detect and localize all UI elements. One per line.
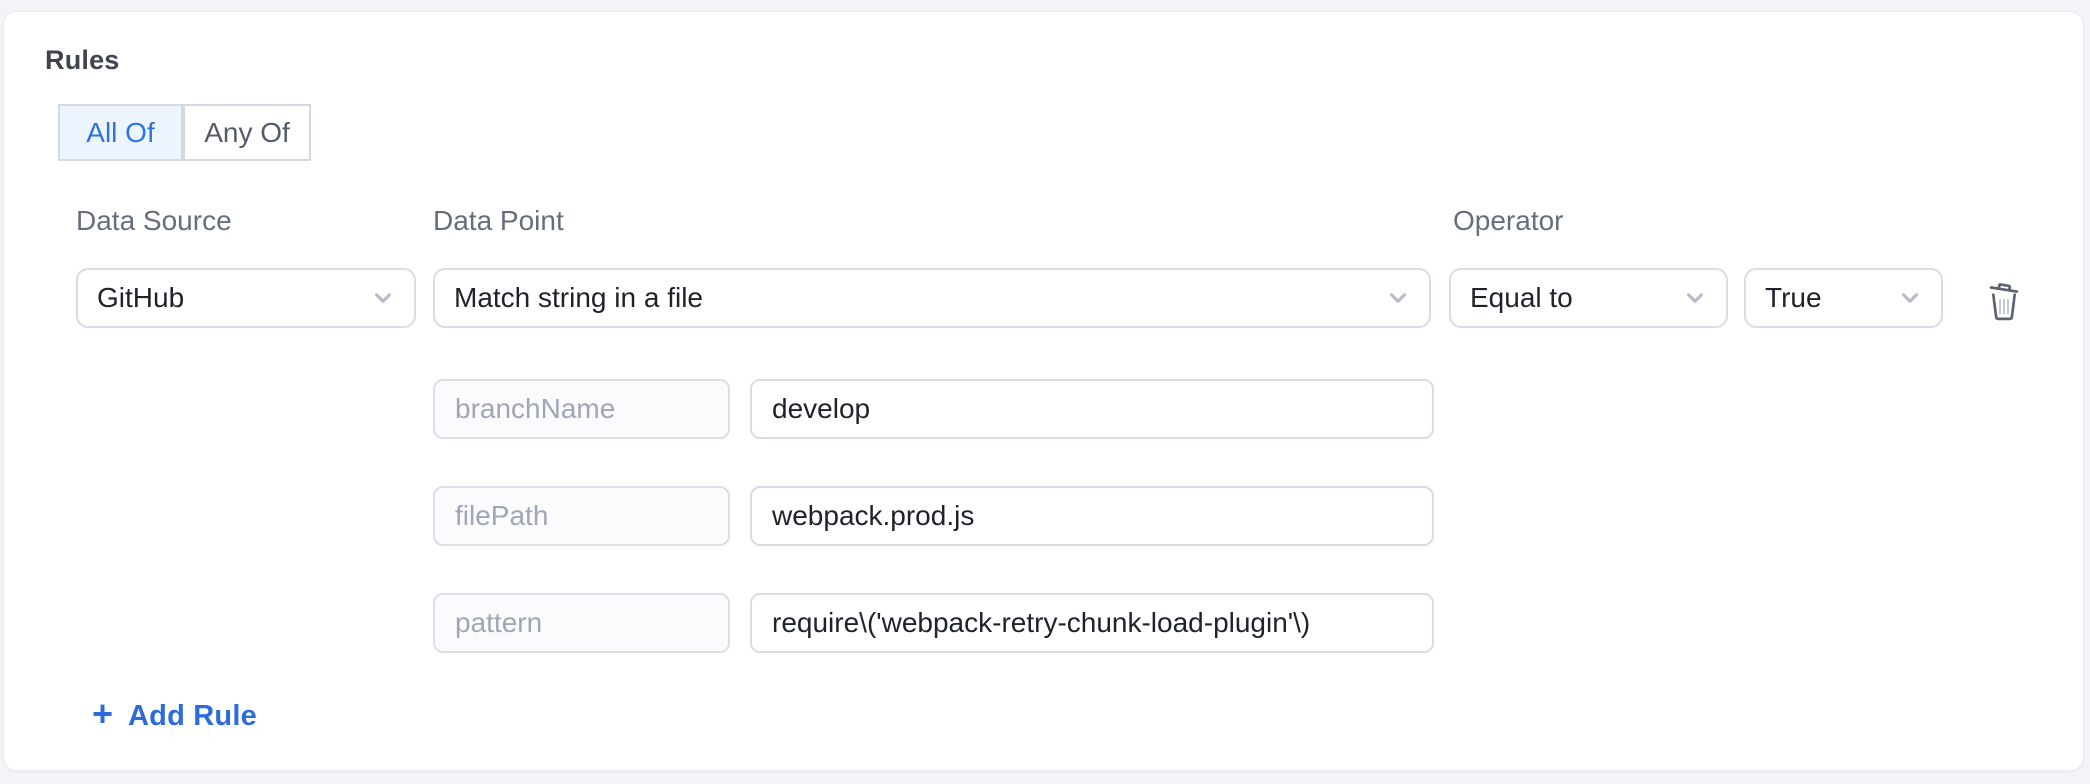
- operand-select[interactable]: True: [1744, 268, 1943, 328]
- operator-select[interactable]: Equal to: [1449, 268, 1728, 328]
- chevron-down-icon: [1389, 293, 1407, 303]
- operator-value: Equal to: [1470, 282, 1573, 313]
- toggle-any-of[interactable]: Any Of: [183, 104, 311, 161]
- data-point-label: Data Point: [433, 205, 564, 236]
- operator-label: Operator: [1453, 205, 1564, 236]
- chevron-down-icon: [374, 293, 392, 303]
- param-value-branchname[interactable]: [750, 379, 1434, 439]
- plus-icon: +: [92, 693, 114, 734]
- operand-value: True: [1765, 282, 1822, 313]
- chevron-down-icon: [1686, 293, 1704, 303]
- chevron-down-icon: [1901, 293, 1919, 303]
- param-key-filepath: [433, 486, 730, 546]
- toggle-all-of[interactable]: All Of: [58, 104, 183, 161]
- add-rule-button[interactable]: + Add Rule: [92, 696, 257, 736]
- param-value-pattern[interactable]: [750, 593, 1434, 653]
- match-mode-toggle: All Of Any Of: [58, 104, 311, 161]
- param-key-branchname: [433, 379, 730, 439]
- toggle-all-of-label: All Of: [86, 116, 155, 148]
- add-rule-label: Add Rule: [128, 699, 257, 732]
- param-key-pattern: [433, 593, 730, 653]
- toggle-any-of-label: Any Of: [204, 116, 290, 148]
- data-source-select[interactable]: GitHub: [76, 268, 416, 328]
- rules-panel: Rules All Of Any Of Data Source Data Poi…: [3, 11, 2084, 771]
- data-source-value: GitHub: [97, 282, 185, 313]
- data-source-label: Data Source: [76, 205, 232, 236]
- data-point-select[interactable]: Match string in a file: [433, 268, 1431, 328]
- delete-rule-button[interactable]: [1978, 274, 2030, 326]
- param-value-filepath[interactable]: [750, 486, 1434, 546]
- trash-icon: [1989, 283, 2019, 321]
- rules-heading: Rules: [45, 45, 120, 75]
- data-point-value: Match string in a file: [454, 282, 703, 313]
